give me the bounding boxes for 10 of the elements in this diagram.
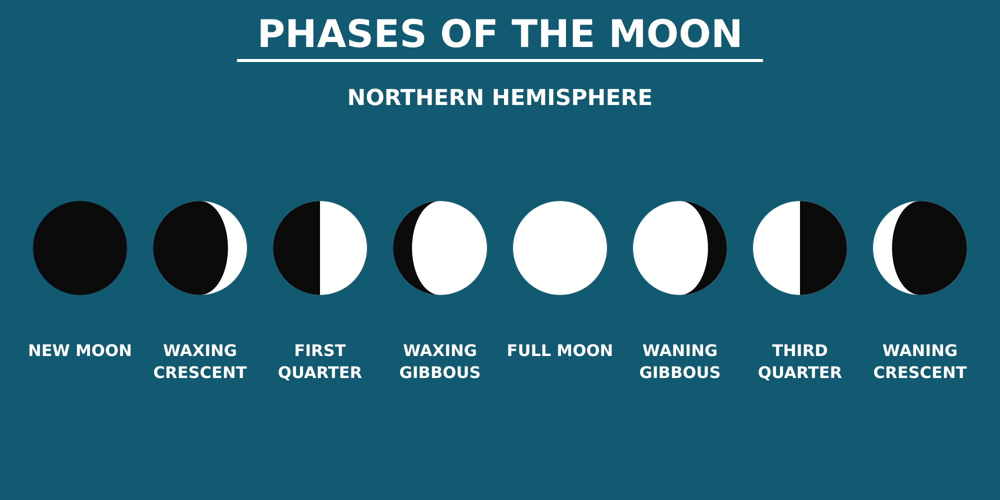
phase-label: WAXING CRESCENT [152, 340, 248, 384]
title: PHASES OF THE MOON [257, 12, 743, 56]
phase-label: NEW MOON [26, 340, 134, 362]
phase-label: FIRST QUARTER [276, 340, 364, 384]
phase-label: FULL MOON [506, 340, 614, 362]
phase-label: WANING GIBBOUS [638, 340, 722, 384]
subtitle: NORTHERN HEMISPHERE [347, 86, 653, 111]
phase-label: WAXING GIBBOUS [398, 340, 482, 384]
phase-label: WANING CRESCENT [872, 340, 968, 384]
phase-label: THIRD QUARTER [756, 340, 844, 384]
